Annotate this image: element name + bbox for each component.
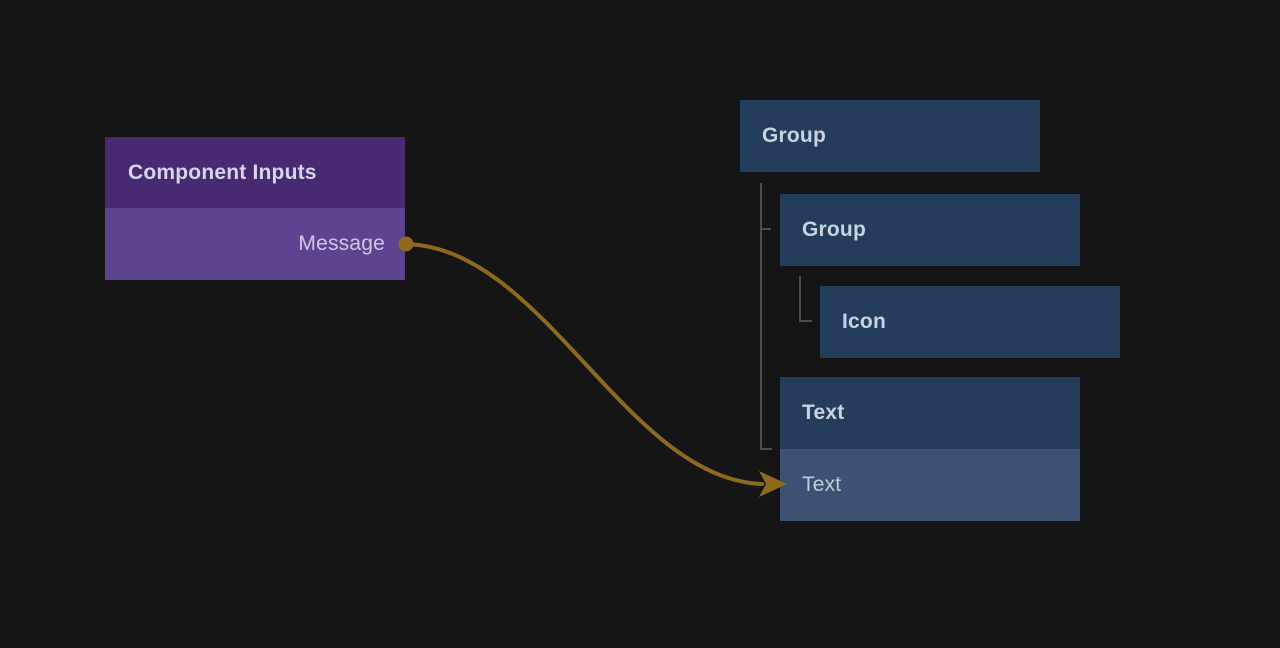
tree-connector-vertical-inner (799, 276, 801, 322)
tree-node-text-label: Text (802, 401, 845, 424)
tree-connector-vertical-outer (760, 183, 762, 450)
tree-connector-tick-icon (801, 320, 812, 322)
tree-node-group-inner-label: Group (802, 218, 866, 241)
component-inputs-node-header[interactable]: Component Inputs (105, 137, 405, 208)
tree-node-text-input-row[interactable]: Text (780, 449, 1080, 521)
tree-connector-tick-group (762, 228, 771, 230)
tree-node-text-input-row-label: Text (802, 473, 842, 496)
tree-node-group-outer-label: Group (762, 124, 826, 147)
message-output-label: Message (298, 232, 385, 255)
message-output-row[interactable]: Message (105, 208, 405, 280)
component-inputs-title: Component Inputs (128, 160, 317, 184)
tree-node-icon-label: Icon (842, 310, 886, 333)
tree-node-group-outer[interactable]: Group (740, 100, 1040, 172)
tree-connector-tick-text (762, 448, 772, 450)
connection-wire[interactable] (404, 242, 764, 486)
tree-node-group-inner[interactable]: Group (780, 194, 1080, 266)
tree-node-text[interactable]: Text (780, 377, 1080, 449)
tree-node-icon[interactable]: Icon (820, 286, 1120, 358)
